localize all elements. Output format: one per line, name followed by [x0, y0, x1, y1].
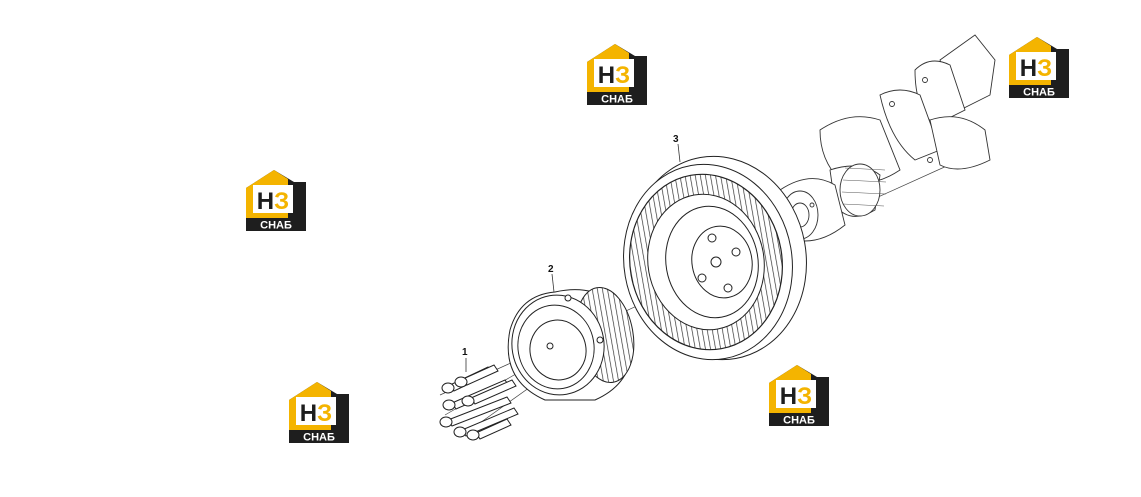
nz-snab-logo-icon: НЗ СНАБ: [769, 365, 829, 427]
callout-1: 1: [462, 347, 468, 358]
svg-text:СНАБ: СНАБ: [1023, 87, 1055, 99]
nz-snab-logo-icon: НЗ СНАБ: [587, 44, 647, 106]
watermark-logo: НЗ СНАБ: [585, 42, 649, 106]
svg-text:СНАБ: СНАБ: [260, 220, 292, 232]
watermark-logo: НЗ СНАБ: [244, 168, 308, 232]
svg-text:СНАБ: СНАБ: [303, 432, 335, 444]
watermark-logo: НЗ СНАБ: [287, 380, 351, 444]
vibration-damper: [623, 155, 807, 361]
bolts: [439, 364, 519, 441]
nz-snab-logo-icon: НЗ СНАБ: [289, 382, 349, 444]
bolt: [454, 364, 499, 388]
svg-text:НЗ: НЗ: [300, 400, 332, 427]
crankshaft: [779, 34, 996, 242]
callout-3: 3: [673, 134, 679, 145]
svg-text:НЗ: НЗ: [598, 62, 630, 89]
leader-lines: [465, 143, 681, 372]
nz-snab-logo-icon: НЗ СНАБ: [246, 170, 306, 232]
callout-2: 2: [548, 264, 554, 275]
watermark-logo: НЗ СНАБ: [1007, 35, 1071, 99]
svg-text:НЗ: НЗ: [780, 383, 812, 410]
svg-text:НЗ: НЗ: [257, 188, 289, 215]
watermark-logo: НЗ СНАБ: [767, 363, 831, 427]
nz-snab-logo-icon: НЗ СНАБ: [1009, 37, 1069, 99]
bolt: [453, 407, 519, 438]
svg-text:НЗ: НЗ: [1020, 55, 1052, 82]
svg-text:СНАБ: СНАБ: [783, 415, 815, 427]
pulley: [507, 286, 635, 401]
bolt: [466, 418, 512, 441]
bolt: [439, 396, 512, 428]
svg-text:СНАБ: СНАБ: [601, 94, 633, 106]
bolt: [461, 379, 517, 407]
